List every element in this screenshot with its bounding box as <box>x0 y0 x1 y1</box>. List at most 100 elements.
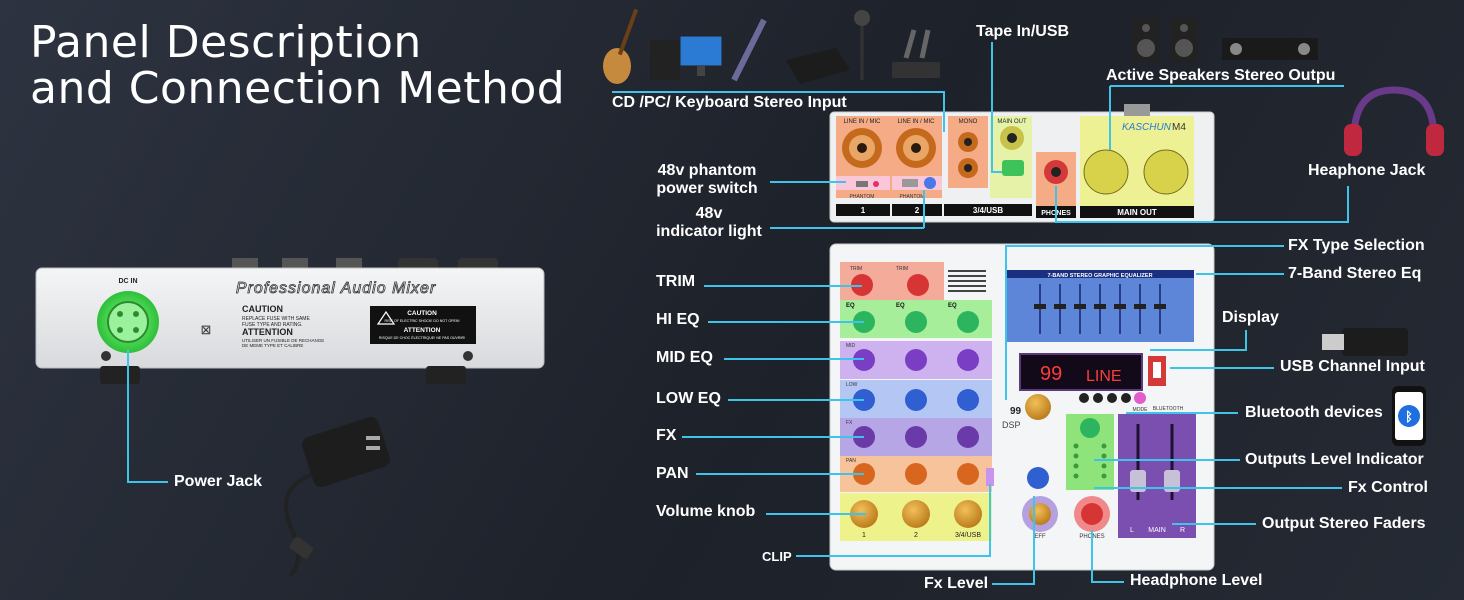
hi-eq-knob-2 <box>905 311 927 333</box>
phone-bluetooth-image: ᛒ <box>1392 386 1426 446</box>
hi-eq-knob-3 <box>957 311 979 333</box>
amplifier-icon <box>1222 38 1318 60</box>
label-phantom-switch-line1: 48v phantom <box>657 162 757 179</box>
label-phantom-switch-line2: power switch <box>656 180 758 197</box>
warning-triangle-icon <box>376 310 396 325</box>
xlr-out-left <box>1083 149 1129 195</box>
output-fader-panel <box>1118 414 1196 538</box>
tape-usb-switch <box>1002 160 1024 176</box>
line-in-1-label: LINE IN / MIC <box>843 119 881 125</box>
label-indicator-line1: 48v <box>695 205 723 222</box>
fader-main-tag: MAIN <box>1148 527 1166 534</box>
label-phantom-switch: 48v phantom power switch <box>652 162 762 198</box>
caution-plate-title: CAUTION <box>407 310 437 317</box>
fx-knob-3 <box>957 426 979 448</box>
usb-stick-image <box>1322 328 1408 356</box>
pan-knob-3 <box>957 463 979 485</box>
label-7band-eq: 7-Band Stereo Eq <box>1288 265 1422 282</box>
led-display <box>1019 353 1143 391</box>
model-label: M4 <box>1172 122 1186 133</box>
label-usb-channel: USB Channel Input <box>1280 358 1425 375</box>
vol-ch34-tag: 3/4/USB <box>955 532 981 539</box>
title-line-2: and Connection Method <box>30 63 566 114</box>
label-volume-knob: Volume knob <box>656 503 756 520</box>
output-devices-image <box>1132 18 1318 62</box>
microphone-icon <box>731 18 767 82</box>
mode-tag: MODE <box>1133 407 1149 413</box>
eq-tag-2: EQ <box>896 303 905 309</box>
label-fx-type: FX Type Selection <box>1288 237 1425 254</box>
label-pan: PAN <box>656 465 689 482</box>
label-indicator-line2: indicator light <box>656 223 762 240</box>
volume-knob-3 <box>954 500 982 528</box>
eff-tag: EFF <box>1034 534 1046 540</box>
label-mid-eq: MID EQ <box>656 349 713 366</box>
label-fx-control: Fx Control <box>1348 479 1428 496</box>
mid-eq-knob-3 <box>957 349 979 371</box>
fader-l-tag: L <box>1130 527 1134 534</box>
bluetooth-icon: ᛒ <box>1405 409 1413 424</box>
power-adapter-image <box>284 416 390 578</box>
guitar-icon <box>603 48 631 84</box>
caution-plate-text: RISK OF ELECTRIC SHOCK! DO NOT OPEN! <box>384 319 459 323</box>
label-indicator: 48v indicator light <box>652 205 766 241</box>
input-ch1-tag: 1 <box>861 206 866 215</box>
line-in-2-label: LINE IN / MIC <box>897 119 935 125</box>
label-outputs-level: Outputs Level Indicator <box>1245 451 1424 468</box>
vol-ch1-tag: 1 <box>862 532 866 539</box>
attention-plate-text: RISQUE DE CHOC ÉLECTRIQUE! NE PAS OUVRIR… <box>379 335 465 340</box>
display-mode-text: LINE <box>1086 368 1122 385</box>
fx-level-knob <box>1027 467 1049 489</box>
input-ch2-tag: 2 <box>915 206 920 215</box>
monitor-icon <box>679 35 723 67</box>
fx-knob-2 <box>905 426 927 448</box>
low-eq-knob-3 <box>957 389 979 411</box>
bin-icon: ⊠ <box>201 322 212 337</box>
label-hi-eq: HI EQ <box>656 311 700 328</box>
label-output-faders: Output Stereo Faders <box>1262 515 1426 532</box>
mixer-device: LINE IN / MIC LINE IN / MIC MONO MAIN OU… <box>829 104 1215 571</box>
label-bluetooth: Bluetooth devices <box>1245 404 1383 421</box>
fx-preset-tag: 99 <box>1010 406 1022 417</box>
bluetooth-tag: BLUETOOTH <box>1153 406 1184 412</box>
phantom-label-2: PHANTOM <box>900 194 925 200</box>
vol-ch2-tag: 2 <box>914 532 918 539</box>
attention-text-2: DE MEME TYPE ET CALIBRE <box>242 343 303 348</box>
pc-tower-icon <box>650 40 680 80</box>
label-display: Display <box>1222 309 1279 326</box>
label-active-speakers: Active Speakers Stereo Outpu <box>1106 67 1336 84</box>
label-power-jack: Power Jack <box>174 473 263 490</box>
caution-text-1: REPLACE FUSE WITH SAME <box>242 316 310 322</box>
attention-text-1: UTILISER UN FUSIBLE DE RECHANGE <box>242 338 324 343</box>
clip-led <box>986 468 994 486</box>
display-preset-number: 99 <box>1040 363 1062 385</box>
label-fx: FX <box>656 427 677 444</box>
trim-tag-2: TRIM <box>896 266 908 272</box>
trim-knob-2 <box>907 274 929 296</box>
headphones-image <box>1344 86 1444 156</box>
label-tape-in: Tape In/USB <box>976 23 1070 40</box>
phantom-switch-2 <box>902 179 918 187</box>
label-trim: TRIM <box>656 273 696 290</box>
input-devices-image <box>603 8 940 84</box>
eq-tag-3: EQ <box>948 303 957 309</box>
attention-label: ATTENTION <box>242 327 293 337</box>
low-tag: LOW <box>846 382 858 388</box>
dc-in-label: DC IN <box>118 278 137 285</box>
brand-logo: KASCHUN <box>1122 122 1172 133</box>
xlr-out-right <box>1143 149 1189 195</box>
main-out-top-label: MAIN OUT <box>997 119 1027 125</box>
speaker-box-icon <box>786 48 850 84</box>
main-out-tag: MAIN OUT <box>1117 208 1157 217</box>
trim-tag-1: TRIM <box>850 266 862 272</box>
page-title: Panel Description and Connection Method <box>30 20 565 112</box>
input-ch34-tag: 3/4/USB <box>973 206 1003 215</box>
pan-tag: PAN <box>846 458 856 464</box>
fx-type-knob <box>1025 394 1051 420</box>
title-line-1: Panel Description <box>30 17 422 68</box>
attention-plate-title: ATTENTION <box>404 327 441 334</box>
label-low-eq: LOW EQ <box>656 390 721 407</box>
label-clip: CLIP <box>762 549 792 564</box>
